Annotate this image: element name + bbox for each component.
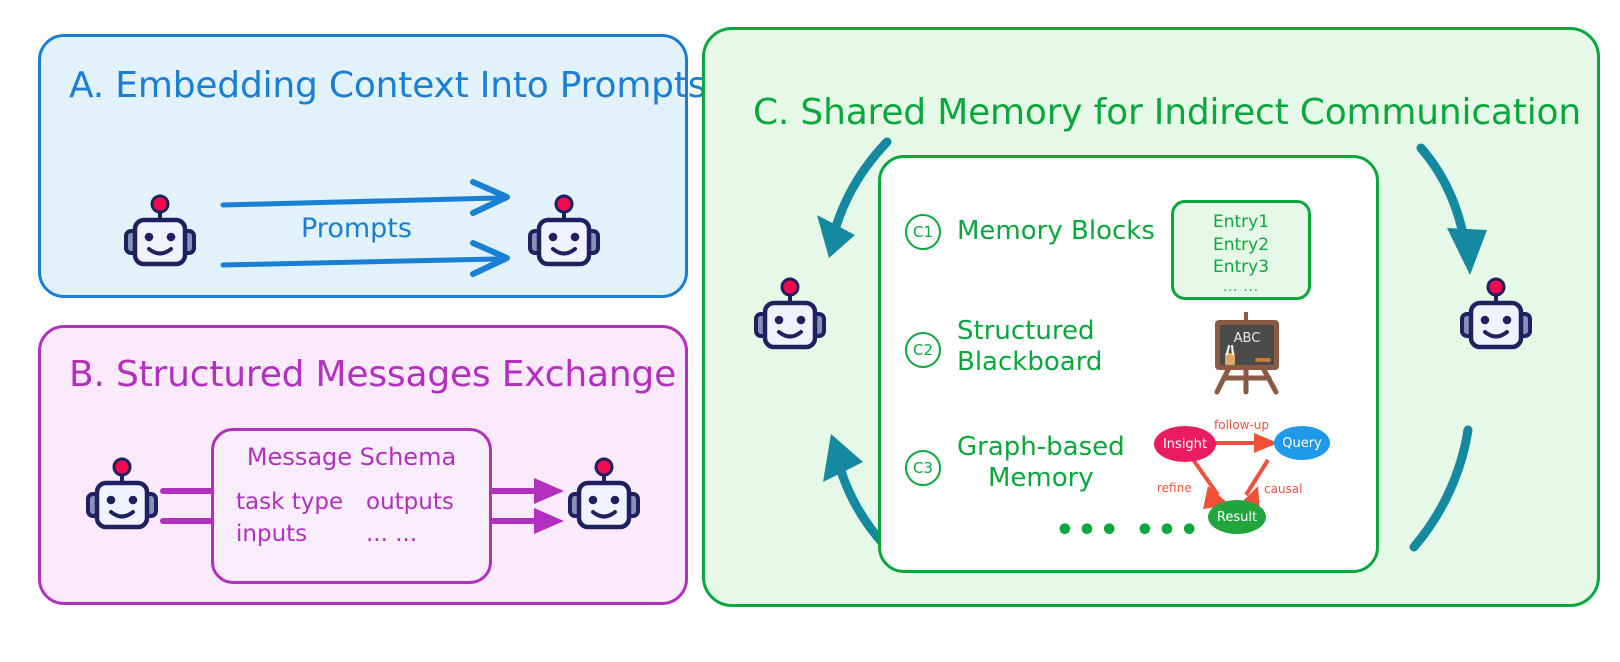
panel-structured-messages: B. Structured Messages Exchange Message … (38, 325, 688, 605)
label-line-2: Memory (987, 462, 1094, 493)
blackboard-text: ABC (1234, 331, 1261, 346)
robot-icon (86, 457, 158, 530)
graph-node-query: Query (1274, 426, 1330, 460)
entry-item: Entry3 (1212, 257, 1270, 278)
blackboard-icon: ABC (1214, 312, 1279, 395)
graph-node-result: Result (1208, 500, 1266, 534)
robot-icon (1460, 277, 1532, 350)
schema-fields: task type outputs inputs ... ... (236, 489, 476, 547)
panel-a-title: A. Embedding Context Into Prompts (69, 65, 707, 106)
badge-c1: C1 (905, 214, 941, 250)
label-line-2: Blackboard (957, 346, 1103, 377)
label-line-1: Structured (957, 316, 1095, 346)
entry-item: Entry2 (1212, 234, 1270, 255)
mechanism-row-c2: C2 Structured Blackboard ABC (881, 306, 1376, 396)
graph-edge-label-causal: causal (1264, 482, 1303, 496)
schema-connectors (160, 478, 564, 534)
schema-field: task type (236, 489, 344, 515)
robot-icon (754, 277, 826, 350)
label-memory-blocks: Memory Blocks (957, 216, 1155, 246)
shared-memory-card: C1 Memory Blocks Entry1 Entry2 Entry3 ..… (878, 155, 1379, 573)
mechanism-row-c3: C3 Graph-based Memory Insight (881, 416, 1376, 546)
robot-icon (568, 457, 640, 530)
message-schema-box: Message Schema task type outputs inputs … (211, 428, 492, 584)
label-line-1: Graph-based (957, 432, 1125, 462)
robot-icon (124, 194, 196, 267)
schema-title: Message Schema (246, 443, 457, 471)
panel-c-title: C. Shared Memory for Indirect Communicat… (753, 92, 1581, 133)
schema-field: outputs (366, 489, 454, 515)
schema-field: ... ... (366, 521, 418, 547)
prompt-arrows (220, 179, 510, 277)
entry-item: Entry1 (1212, 212, 1270, 232)
graph-node-insight: Insight (1154, 426, 1216, 462)
memory-loop-arrows (817, 137, 1487, 553)
panel-shared-memory: C. Shared Memory for Indirect Communicat… (702, 27, 1600, 607)
schema-field: inputs (236, 521, 308, 547)
badge-c2: C2 (905, 332, 941, 368)
robot-icon (528, 194, 600, 267)
knowledge-graph: Insight Query Result follow-up refine ca… (1146, 412, 1346, 542)
label-structured-blackboard: Structured Blackboard (957, 316, 1102, 377)
badge-c3: C3 (905, 450, 941, 486)
panel-b-title: B. Structured Messages Exchange (69, 354, 677, 395)
graph-edge-label-follow-up: follow-up (1214, 418, 1269, 432)
panel-embedding-context: A. Embedding Context Into Prompts Prompt… (38, 34, 707, 298)
label-graph-based-memory: Graph-based Memory (957, 432, 1125, 493)
mechanism-row-c1: C1 Memory Blocks Entry1 Entry2 Entry3 ..… (881, 188, 1376, 300)
graph-edge-label-refine: refine (1157, 481, 1192, 495)
more-mechanisms-indicator: ••• ••• (1055, 513, 1202, 548)
entry-more-indicator: ... ... (1223, 279, 1259, 295)
entry-list-box: Entry1 Entry2 Entry3 ... ... (1171, 200, 1311, 300)
prompts-label: Prompts (301, 213, 412, 244)
